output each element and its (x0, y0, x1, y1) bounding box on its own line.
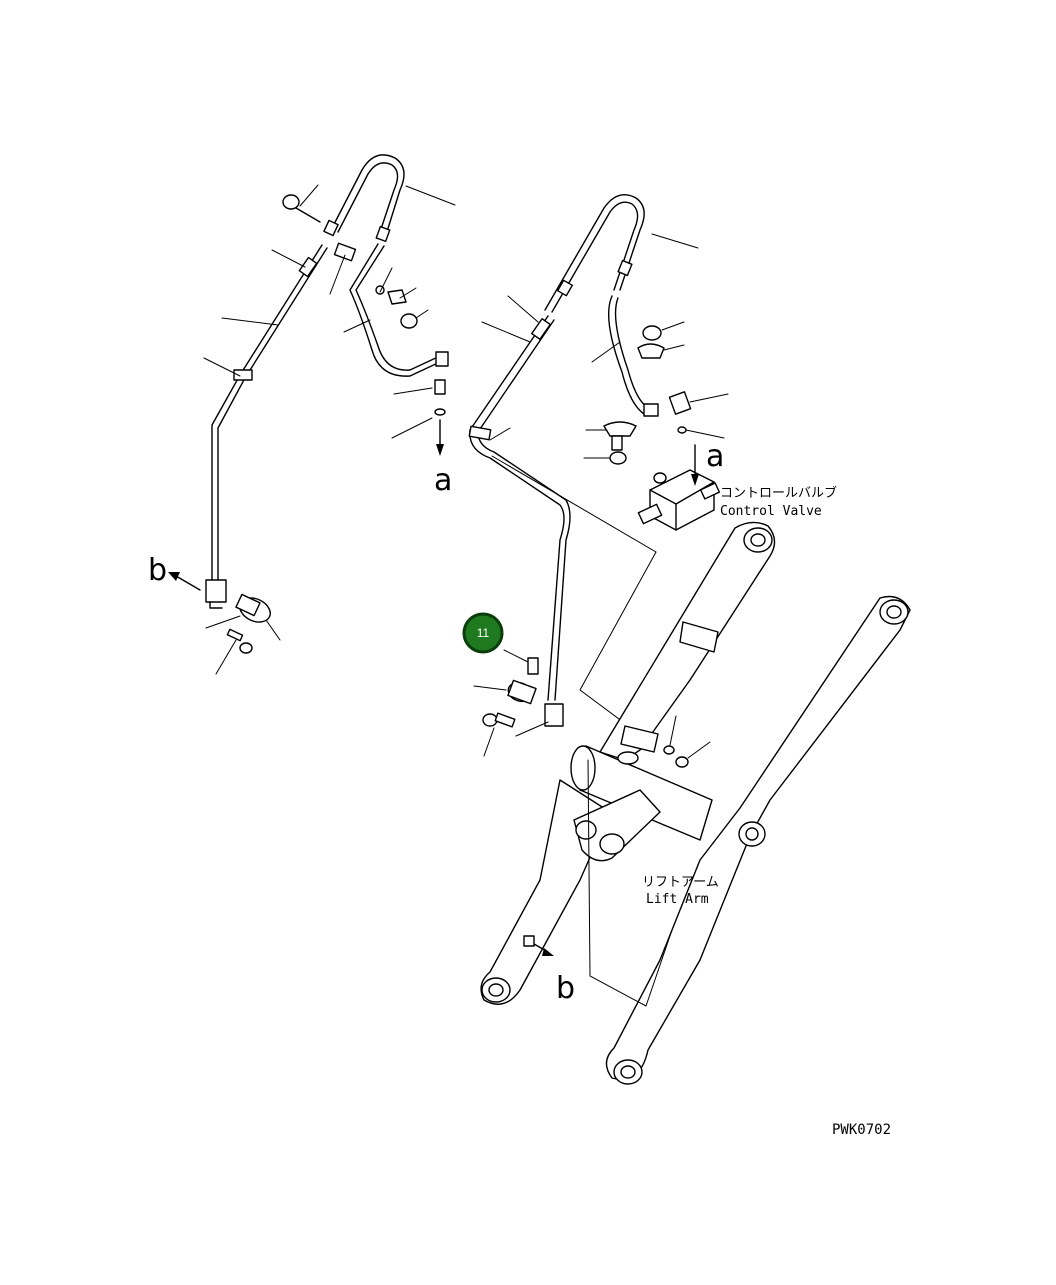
drawing-code: PWK0702 (832, 1122, 891, 1138)
center-switch-parts (473, 649, 549, 757)
arrow-letter-b-left: b (148, 553, 167, 588)
arrow-letter-a-left: a (434, 463, 452, 498)
callout-number[interactable]: 11 (477, 626, 490, 640)
arrow-letter-a-right: a (706, 439, 724, 474)
right-hose-assembly (468, 194, 729, 743)
arrow-letter-b-bottom: b (556, 971, 575, 1006)
left-hose-assembly (168, 154, 456, 675)
control-valve-label-en: Control Valve (720, 504, 822, 519)
lift-arm-label-jp: リフトアーム (642, 875, 719, 890)
component-labels: コントロールバルブ Control Valve リフトアーム Lift Arm … (642, 485, 891, 1138)
lift-arm (480, 521, 911, 1085)
lift-arm-label-en: Lift Arm (646, 892, 709, 907)
callout-11[interactable]: 11 (462, 612, 504, 654)
control-valve-label-jp: コントロールバルブ (720, 485, 837, 501)
callout-circle[interactable] (462, 612, 504, 654)
control-valve (637, 469, 721, 531)
left-switch-body (235, 593, 271, 623)
arrow-letters: a a b b (148, 439, 724, 1006)
